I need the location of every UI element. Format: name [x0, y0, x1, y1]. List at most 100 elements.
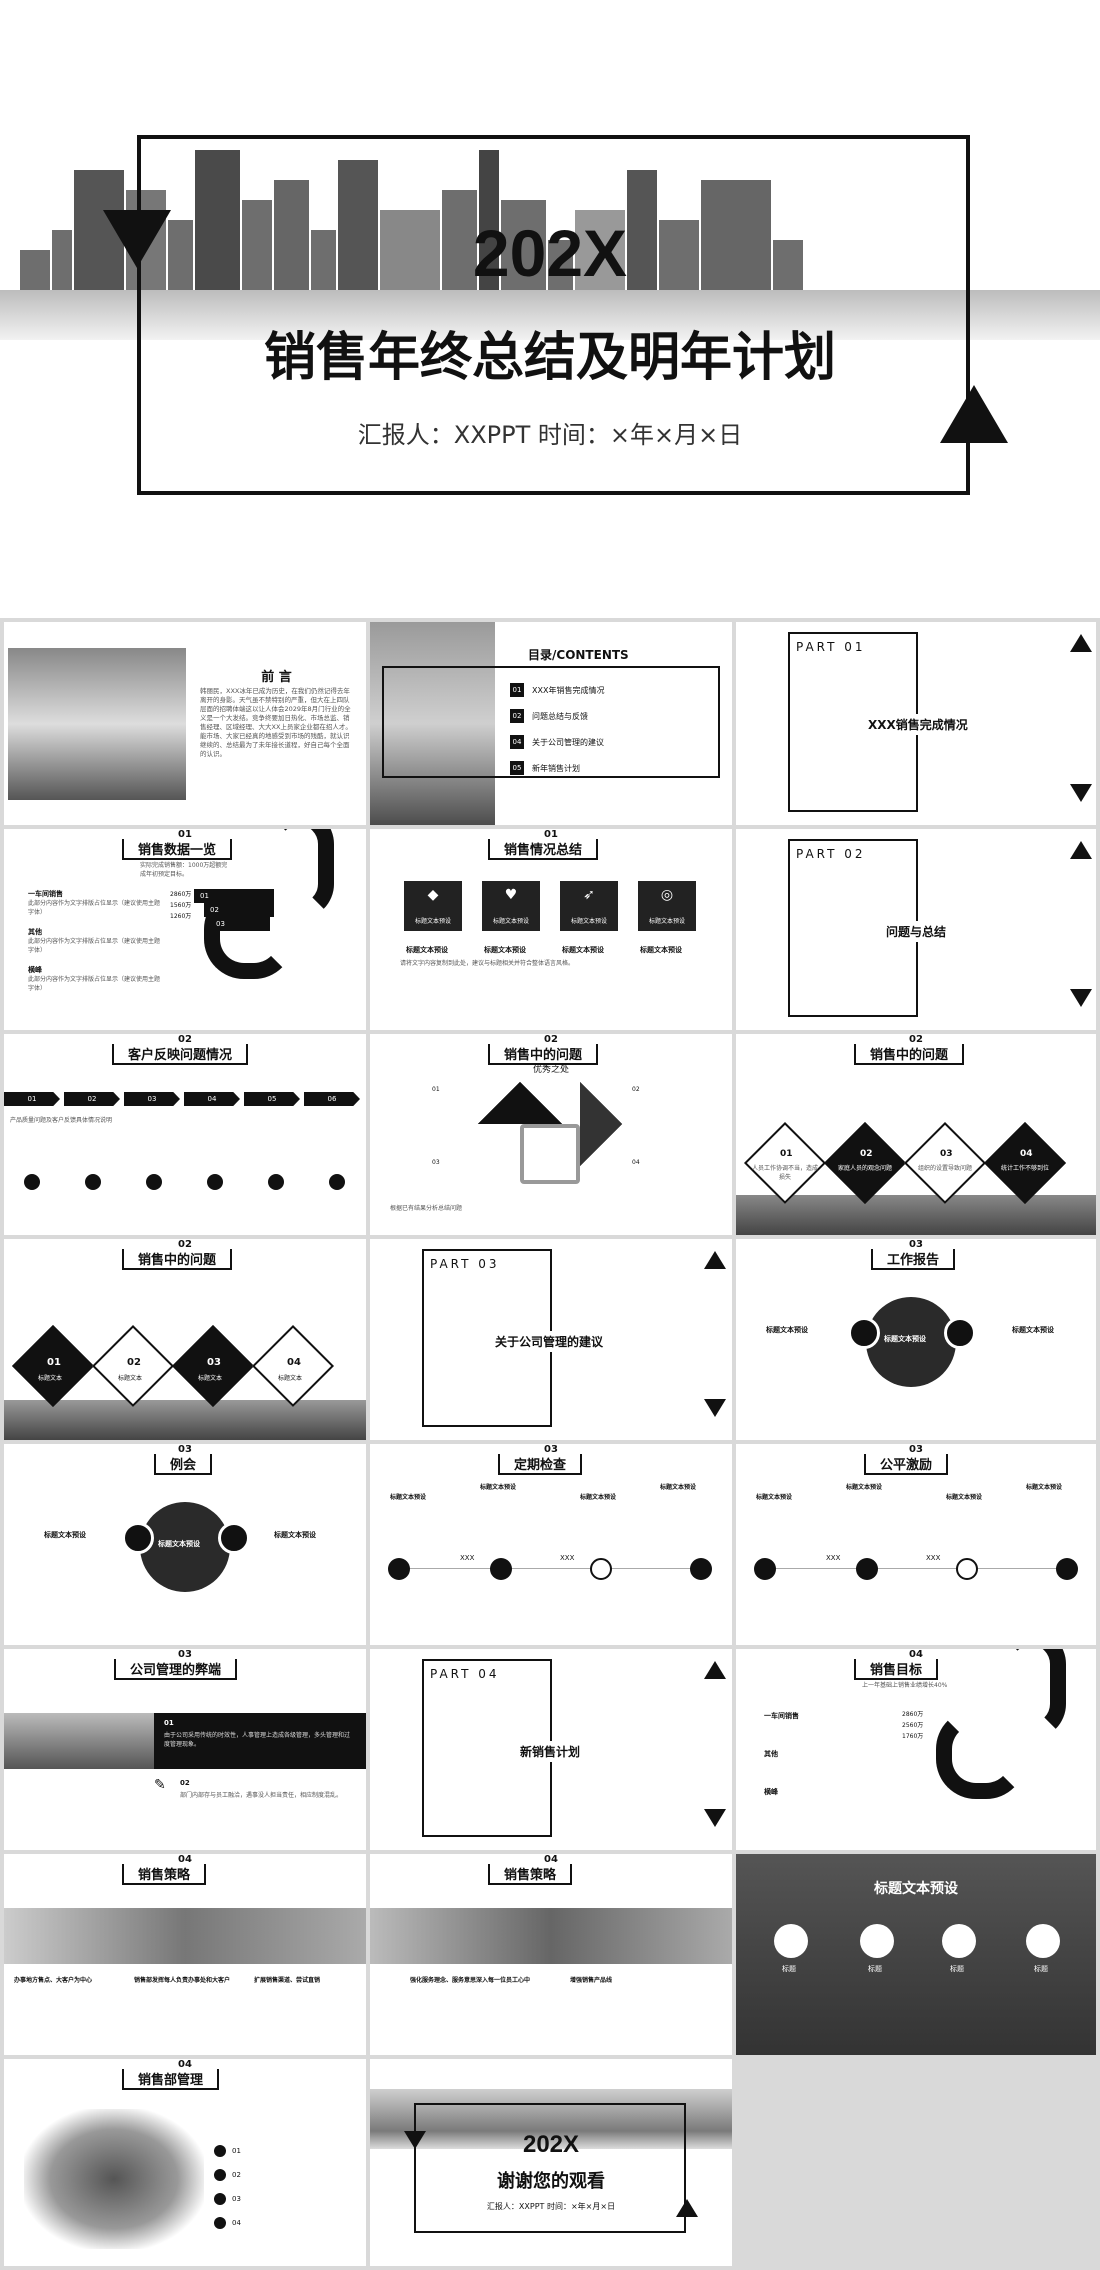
triangle-up-icon [1070, 841, 1092, 859]
timeline-node[interactable] [1056, 1558, 1078, 1580]
slide-part-04[interactable]: PART 04 新销售计划 [370, 1649, 732, 1850]
title-slide[interactable]: 202X 销售年终总结及明年计划 汇报人：XXPPT 时间：×年×月×日 [0, 0, 1100, 618]
summary-card[interactable]: ◎标题文本预设 [638, 881, 696, 931]
slide-sales-strategy-1[interactable]: 04 销售策略 办事地方售点、大客户为中心 销售部发挥每人负责办事处和大客户 扩… [4, 1854, 366, 2055]
slide-thanks[interactable]: 202X 谢谢您的观看 汇报人：XXPPT 时间：×年×月×日 [370, 2059, 732, 2266]
problem-diamond [823, 1121, 907, 1205]
timeline-line [766, 1568, 1066, 1569]
tag-row: 01 02 03 04 05 06 [4, 1092, 360, 1106]
slide-customer-feedback[interactable]: 02 客户反映问题情况 01 02 03 04 05 06 产品质量问题及客户反… [4, 1034, 366, 1235]
slide-sales-dept-management[interactable]: 04 销售部管理 01 02 03 04 [4, 2059, 366, 2266]
slide-title: 公司管理的弊端 [114, 1659, 238, 1680]
section-number: 04 [909, 1649, 923, 1660]
summary-card[interactable]: ➶标题文本预设 [560, 881, 618, 931]
slide-part-02[interactable]: PART 02 问题与总结 [736, 829, 1096, 1030]
road-graphic [264, 829, 334, 919]
problem-diamond [743, 1121, 827, 1205]
slide-sales-summary[interactable]: 01 销售情况总结 ◆标题文本预设 ♥标题文本预设 ➶标题文本预设 ◎标题文本预… [370, 829, 732, 1030]
hero-year: 202X [472, 216, 628, 290]
slide-subtitle: 上一年基础上销售业绩增长40% [862, 1682, 948, 1689]
section-number: 02 [178, 1239, 192, 1250]
diamond-num: 03 [940, 1149, 953, 1159]
timeline-node[interactable] [490, 1558, 512, 1580]
center-circle [140, 1502, 230, 1592]
right-heading: 标题文本预设 [1012, 1326, 1054, 1334]
part-label: PART 01 [796, 640, 866, 654]
timeline-node[interactable] [956, 1558, 978, 1580]
timeline-node[interactable] [856, 1558, 878, 1580]
rocket-icon: ➶ [583, 887, 595, 903]
slide-periodic-check[interactable]: 03 定期检查 标题文本预设 标题文本预设 标题文本预设 标题文本预设 XXX … [370, 1444, 732, 1645]
city-skyline [0, 140, 1100, 290]
timeline-heading: 标题文本预设 [946, 1494, 983, 1501]
handshake-icon [122, 1522, 154, 1554]
slide-sales-problems-2[interactable]: 02 销售中的问题 01 02 03 04 人员工作协调不当，造成损失 家庭人员… [736, 1034, 1096, 1235]
slide-title: 定期检查 [498, 1454, 583, 1475]
strategy-col: 增强销售产品线 [570, 1977, 613, 1984]
contents-title: 目录/CONTENTS [528, 648, 629, 662]
thanks-meta: 汇报人：XXPPT 时间：×年×月×日 [486, 2202, 616, 2211]
triangle-down-icon [704, 1809, 726, 1827]
timeline-heading: 标题文本预设 [660, 1484, 697, 1491]
problem-desc: 根据已有结果分析总结问题 [390, 1205, 463, 1212]
ink-splash-image [24, 2109, 204, 2249]
point-text: 部门内部存与员工融洽，遇事没人担当责任，相应制度混乱。 [180, 1792, 343, 1799]
slide-title: 销售部管理 [122, 2069, 220, 2090]
section-number: 04 [178, 2059, 192, 2070]
center-label: 标题文本预设 [158, 1540, 200, 1548]
part-label: PART 04 [430, 1667, 500, 1681]
sales-value: 1260万 [170, 913, 192, 920]
slide-sales-problems-3[interactable]: 02 销售中的问题 01 02 03 04 标题文本 标题文本 标题文本 标题文… [4, 1239, 366, 1440]
slide-title: 销售策略 [488, 1864, 573, 1885]
timeline-node[interactable] [388, 1558, 410, 1580]
slide-sales-target[interactable]: 04 销售目标 上一年基础上销售业绩增长40% 一车间销售 其他 横峰 2860… [736, 1649, 1096, 1850]
slide-preface[interactable]: 前 言 韩丽民，XXX冰年已成为历史，在我们仍然记得去年离开的身影。天气虽不禁特… [4, 622, 366, 825]
target-item: 其他 [764, 1750, 778, 1758]
section-number: 03 [178, 1444, 192, 1455]
sales-value: 2860万 [170, 891, 192, 898]
card-heading: 标题文本预设 [640, 946, 682, 954]
slide-fair-incentive[interactable]: 03 公平激励 标题文本预设 标题文本预设 标题文本预设 标题文本预设 XXX … [736, 1444, 1096, 1645]
timeline-node[interactable] [754, 1558, 776, 1580]
slide-part-03[interactable]: PART 03 关于公司管理的建议 [370, 1239, 732, 1440]
diamond-num: 03 [207, 1357, 221, 1368]
slide-dark-features[interactable]: 标题文本预设 标题 标题 标题 标题 [736, 1854, 1096, 2055]
feature-label: 标题 [1034, 1965, 1048, 1973]
slide-title: 销售目标 [854, 1659, 939, 1680]
feedback-desc: 产品质量问题及客户反馈具体情况说明 [10, 1117, 113, 1124]
summary-card[interactable]: ◆标题文本预设 [404, 881, 462, 931]
slide-sales-strategy-2[interactable]: 04 销售策略 强化服务理念、服务意思深入每一位员工心中 增强销售产品线 [370, 1854, 732, 2055]
timeline-node[interactable] [590, 1558, 612, 1580]
timeline-heading: 标题文本预设 [756, 1494, 793, 1501]
part-title: 新销售计划 [520, 1741, 581, 1762]
slide-meeting[interactable]: 03 例会 标题文本预设 标题文本预设 标题文本预设 [4, 1444, 366, 1645]
slide-work-report[interactable]: 03 工作报告 标题文本预设 标题文本预设 标题文本预设 [736, 1239, 1096, 1440]
section-number: 03 [909, 1444, 923, 1455]
section-number: 04 [178, 1854, 192, 1865]
timeline-heading: 标题文本预设 [1026, 1484, 1063, 1491]
city-strip [736, 1195, 1096, 1235]
triangle-down-icon [103, 210, 171, 268]
right-heading: 标题文本预设 [274, 1531, 316, 1539]
road-bar: 03 [210, 917, 270, 931]
slide-part-01[interactable]: PART 01 XXX销售完成情况 [736, 622, 1096, 825]
city-photo [370, 622, 495, 825]
feature-label: 标题 [868, 1965, 882, 1973]
slide-sales-data[interactable]: 01 销售数据一览 实际完成销售额：1000万超额完成年初预定目标。 一车间销售… [4, 829, 366, 1030]
triangle-up-icon [940, 385, 1008, 443]
edit-icon: ✎ [154, 1777, 166, 1793]
timeline-x: XXX [560, 1554, 575, 1562]
center-label: 标题文本预设 [884, 1335, 926, 1343]
timeline-node[interactable] [690, 1558, 712, 1580]
preface-body: 韩丽民，XXX冰年已成为历史，在我们仍然记得去年离开的身影。天气虽不禁特别的严重… [200, 687, 352, 758]
slide-sales-problems-1[interactable]: 02 销售中的问题 优秀之处 01 02 03 04 根据已有结果分析总结问题 [370, 1034, 732, 1235]
slide-management-drawbacks[interactable]: 03 公司管理的弊端 01 由于公司采用传统的时效性，人事管理上造成各级管理，多… [4, 1649, 366, 1850]
thanks-frame [414, 2103, 686, 2233]
summary-card[interactable]: ♥标题文本预设 [482, 881, 540, 931]
